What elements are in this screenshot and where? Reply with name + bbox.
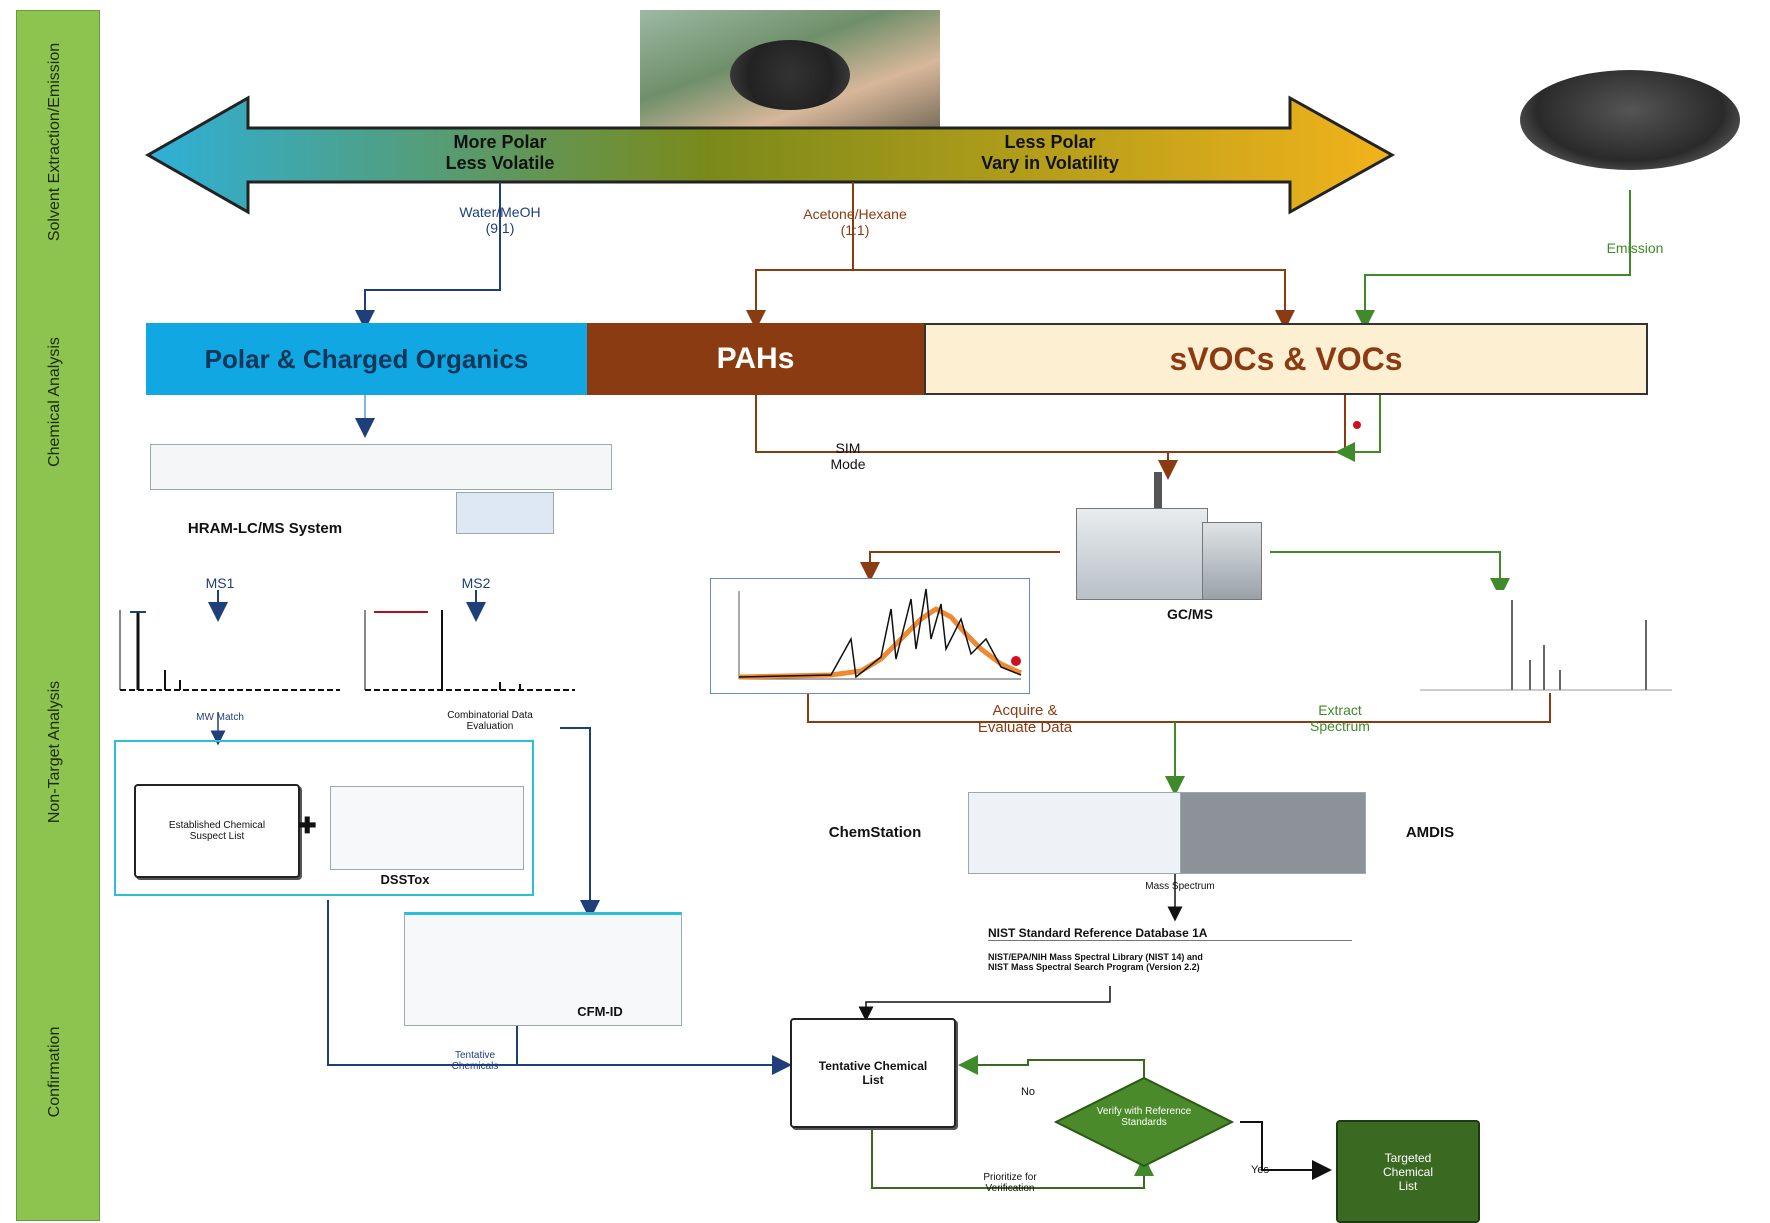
dsstox-box: [114, 740, 534, 896]
mass-spectrum-plot: [1410, 590, 1674, 692]
mw-match-label: MW Match: [196, 712, 244, 723]
water-meoh-label: Water/MeOH(9:1): [459, 204, 541, 236]
chemstation-screenshot: [968, 792, 1182, 874]
cfmid-screenshot: [404, 912, 682, 1026]
stage-sidebar: Solvent Extraction/Emission Chemical Ana…: [16, 10, 100, 1221]
suspect-list-scroll: Established Chemical Suspect List: [134, 784, 300, 878]
polarity-arrow: [144, 95, 1396, 215]
nist-title: NIST Standard Reference Database 1A: [988, 926, 1352, 941]
targeted-list-scroll: Targeted Chemical List: [1336, 1120, 1480, 1223]
plus-icon: ✚: [298, 813, 317, 838]
ms2-label: MS2: [461, 575, 491, 591]
lcms-system-label: HRAM-LC/MS System: [187, 520, 343, 537]
tentative-list-scroll: Tentative Chemical List: [790, 1018, 956, 1128]
gcms-instrument: [1076, 472, 1262, 600]
chemstation-label: ChemStation: [828, 824, 922, 841]
pahs-band: PAHs: [587, 323, 924, 395]
ms-detector-schematic: [456, 492, 554, 534]
crumb-rubber-photo: [1520, 70, 1740, 170]
chromatogram-trace: [738, 588, 1023, 680]
yes-label: Yes: [1251, 1164, 1269, 1176]
amdis-screenshot: [1180, 792, 1366, 874]
dsstox-screenshot: [330, 786, 524, 870]
nist-description: NIST/EPA/NIH Mass Spectral Library (NIST…: [988, 952, 1203, 972]
chromatogram: [710, 578, 1030, 694]
amdis-label: AMDIS: [1405, 824, 1455, 841]
emission-label: Emission: [1606, 240, 1664, 256]
verify-diamond: [1053, 1076, 1235, 1168]
mass-spectrum-bars: [1420, 600, 1672, 691]
ms1-label: MS1: [205, 575, 235, 591]
acquire-evaluate-label: Acquire &Evaluate Data: [977, 702, 1073, 736]
hands-soil-photo: [640, 10, 940, 128]
gcms-label: GC/MS: [1167, 606, 1213, 622]
no-label: No: [1020, 1086, 1036, 1098]
lc-system-schematic: [150, 444, 612, 490]
svocs-vocs-band: sVOCs & VOCs: [924, 323, 1648, 395]
acetone-hexane-label: Acetone/Hexane(1:1): [803, 206, 907, 238]
cfmid-label: CFM-ID: [577, 1004, 623, 1019]
polar-organics-band: Polar & Charged Organics: [146, 323, 587, 395]
dsstox-label: DSSTox: [380, 872, 430, 887]
mass-spectrum-label: Mass Spectrum: [1145, 881, 1215, 892]
